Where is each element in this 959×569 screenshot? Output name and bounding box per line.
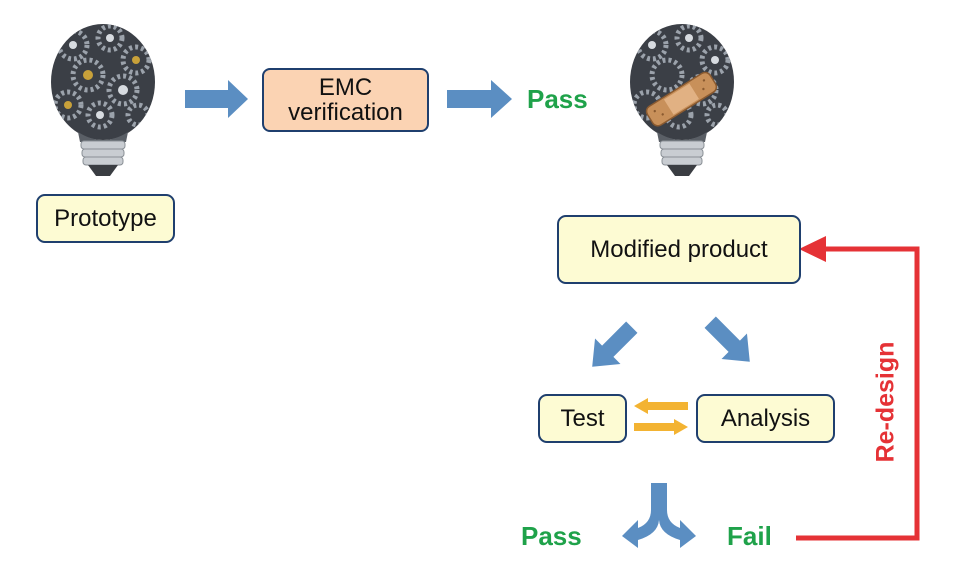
arrow-analysis-to-test (634, 398, 688, 414)
gear-lightbulb-with-bandage-icon (630, 24, 734, 176)
analysis-box: Analysis (696, 394, 835, 443)
redesign-loop-line (796, 246, 920, 541)
redesign-arrowhead (799, 236, 826, 262)
arrow-emc-to-pass (447, 80, 512, 118)
emc-line-2: verification (288, 99, 403, 126)
arrow-to-analysis (704, 316, 750, 362)
test-label: Test (560, 404, 605, 432)
emc-line-1: EMC (318, 73, 373, 101)
redesign-label: Re-design (871, 341, 900, 463)
gear-lightbulb-icon (51, 24, 155, 176)
arrow-to-test (592, 321, 638, 367)
analysis-label: Analysis (720, 404, 811, 432)
fork-arrow (622, 483, 696, 548)
modified-product-label: Modified product (590, 235, 768, 263)
modified-product-box: Modified product (557, 215, 801, 284)
prototype-box: Prototype (36, 194, 175, 243)
arrow-test-to-analysis (634, 419, 688, 435)
emc-verification-box: EMC verification (262, 68, 429, 132)
arrow-prototype-to-emc (185, 80, 248, 118)
pass-top-label: Pass (527, 84, 588, 114)
test-box: Test (538, 394, 627, 443)
prototype-label: Prototype (54, 204, 157, 232)
fail-label: Fail (727, 521, 772, 551)
pass-bottom-label: Pass (521, 521, 582, 551)
